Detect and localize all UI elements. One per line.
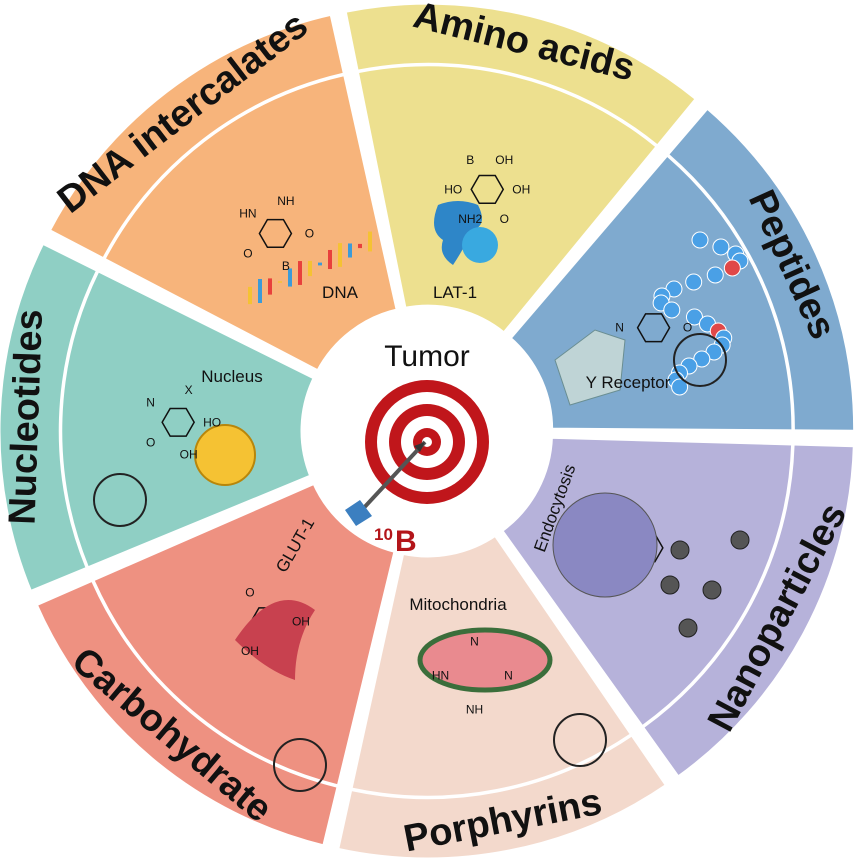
- chem-atom-label: HN: [239, 206, 256, 220]
- chem-atom-label: OH: [292, 615, 310, 629]
- chem-atom-label: O: [146, 435, 155, 449]
- chem-atom-label: OH: [241, 644, 259, 658]
- band-divider: [350, 733, 633, 800]
- carborane-cage-icon: [673, 333, 727, 387]
- cell-vesicle-icon: [552, 492, 658, 598]
- chem-atom-label: O: [243, 246, 252, 260]
- nanoparticle-icon: [660, 575, 680, 595]
- chem-atom-label: O: [500, 212, 509, 226]
- chem-atom-label: NH2: [458, 212, 482, 226]
- sector-porphyrins: [333, 530, 672, 862]
- mitochondria-icon: [417, 627, 553, 693]
- nanoparticle-icon: [730, 530, 750, 550]
- center-tumor: Tumor 10 B: [311, 315, 543, 558]
- carborane-cage-icon: [273, 738, 327, 792]
- band-divider: [91, 579, 339, 788]
- lat1-transporter-icon: [434, 201, 482, 265]
- amino-acid-bead-icon: [723, 259, 741, 277]
- chem-atom-label: HO: [203, 415, 221, 429]
- band-divider: [666, 153, 795, 431]
- amino-acid-bead-icon: [706, 266, 724, 284]
- chem-atom-label: NH: [277, 194, 294, 208]
- nanoparticle-icon: [670, 540, 690, 560]
- chem-atom-label: N: [615, 321, 624, 335]
- arrow-icon: [345, 440, 427, 526]
- y-receptor-icon: [554, 329, 626, 406]
- molecule-structure-icon: [470, 174, 505, 205]
- amino-acid-bead-icon: [685, 308, 703, 326]
- sector-title: Nucleotides: [2, 309, 51, 526]
- chem-atom-label: OH: [495, 153, 513, 167]
- inner-label: Nucleus: [201, 367, 262, 386]
- sector-carbohydrate: [31, 478, 400, 851]
- amino-acid-bead-icon: [685, 273, 703, 291]
- center-title: Tumor: [384, 340, 470, 373]
- chem-atom-label: N: [504, 668, 513, 682]
- sector-amino-acids: [341, 0, 702, 338]
- inner-label: Y Receptor: [586, 373, 671, 392]
- sector-dna-intercalates: [44, 10, 402, 376]
- chem-atom-label: X: [185, 383, 193, 397]
- chem-atom-label: OH: [180, 448, 198, 462]
- molecule-structure-icon: [636, 313, 671, 343]
- band-divider: [357, 62, 659, 148]
- amino-acid-bead-icon: [712, 238, 730, 256]
- molecule-structure-icon: [258, 218, 293, 249]
- chem-atom-label: B: [466, 153, 474, 167]
- dna-helix-icon: [248, 231, 372, 305]
- sector-icons: [93, 201, 750, 792]
- chem-atom-label: N: [470, 634, 479, 648]
- amino-acid-bead-icon: [671, 378, 689, 396]
- nanoparticle-icon: [702, 580, 722, 600]
- isotope-mass: 10: [374, 525, 393, 544]
- carborane-cage-icon: [553, 713, 607, 767]
- chem-atom-label: O: [683, 321, 692, 335]
- chem-atom-label: OH: [512, 182, 530, 196]
- sector-background: [341, 0, 702, 338]
- inner-label: DNA: [322, 283, 359, 302]
- isotope-symbol: B: [395, 525, 417, 558]
- chem-atom-label: B: [282, 259, 290, 273]
- sector-background: [44, 10, 402, 376]
- sector-background: [333, 530, 672, 862]
- amino-acid-bead-icon: [663, 301, 681, 319]
- chem-atom-label: N: [146, 395, 155, 409]
- chem-atom-label: O: [245, 585, 254, 599]
- carborane-cage-icon: [93, 473, 147, 527]
- band-divider: [58, 270, 100, 569]
- chem-atom-label: NH: [466, 702, 483, 716]
- amino-acid-bead-icon: [691, 231, 709, 249]
- sector-background: [31, 478, 400, 851]
- chem-atom-label: HN: [432, 668, 449, 682]
- band-divider: [102, 72, 345, 260]
- nucleus-icon: [194, 424, 256, 486]
- nanoparticle-icon: [678, 618, 698, 638]
- inner-label: LAT-1: [433, 283, 477, 302]
- inner-label: Mitochondria: [409, 595, 507, 614]
- sector-nucleotides: [0, 238, 319, 597]
- glut1-transporter-icon: [235, 600, 315, 680]
- chem-atom-label: HO: [444, 182, 462, 196]
- band-divider: [641, 444, 795, 729]
- sector-background: [0, 238, 319, 597]
- molecule-structure-icon: [161, 407, 196, 437]
- chem-atom-label: O: [305, 226, 314, 240]
- ligand-sphere-icon: [462, 227, 498, 263]
